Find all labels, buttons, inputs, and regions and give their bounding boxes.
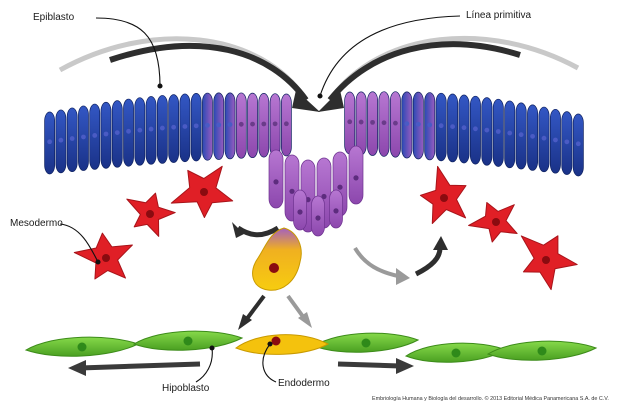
nucleus — [450, 124, 455, 130]
nucleus — [146, 210, 154, 218]
nucleus — [159, 125, 165, 131]
nucleus — [315, 215, 321, 221]
endoderm-ingressing-cell — [252, 227, 302, 291]
nucleus — [530, 133, 535, 139]
nucleus — [393, 120, 398, 126]
nucleus — [81, 134, 86, 140]
nucleus — [553, 137, 558, 143]
nucleus — [564, 139, 570, 145]
nucleus — [272, 121, 278, 127]
nucleus — [370, 119, 375, 125]
nucleus — [102, 254, 110, 262]
nucleus — [484, 127, 490, 133]
nucleus — [415, 121, 421, 127]
primitive-streak-cells — [268, 145, 364, 237]
hypoblast-displacement-arrows — [68, 358, 414, 376]
nucleus — [261, 121, 267, 127]
hypoblast-layer — [24, 330, 598, 363]
epiblast-label: Epiblasto — [33, 12, 75, 23]
nucleus — [58, 137, 64, 143]
nucleus — [321, 193, 327, 200]
copyright-credit: Embriología Humana y Biología del desarr… — [372, 396, 609, 402]
nucleus — [518, 132, 524, 138]
nucleus — [347, 119, 353, 125]
epiblast-left-layer — [44, 92, 292, 175]
mesoderm-cells — [73, 165, 578, 291]
nucleus — [297, 209, 303, 215]
nucleus — [451, 348, 461, 358]
nucleus — [461, 125, 467, 131]
nucleus — [126, 128, 131, 134]
nucleus — [103, 131, 109, 137]
mesoderm-cell — [520, 235, 578, 291]
nucleus — [69, 136, 75, 141]
hypoblast-label: Hipoblasto — [162, 383, 210, 394]
nucleus — [473, 126, 478, 132]
nucleus — [216, 122, 222, 128]
nucleus — [438, 123, 444, 129]
nucleus — [507, 130, 513, 136]
nucleus — [537, 346, 547, 356]
nucleus — [440, 194, 448, 202]
nucleus — [542, 256, 550, 264]
nucleus — [183, 336, 193, 346]
nucleus — [47, 139, 53, 145]
leader-lines — [59, 15, 461, 383]
primitive-streak-cell — [268, 149, 284, 209]
top-arc-arrows — [58, 35, 580, 112]
primitive-streak-cell — [348, 145, 364, 205]
nucleus — [114, 130, 120, 136]
nucleus — [492, 218, 500, 226]
endoderm-cell — [234, 334, 330, 355]
nucleus — [283, 121, 289, 127]
epiblast-right-layer — [344, 91, 584, 177]
nucleus — [193, 123, 199, 129]
nucleus — [358, 119, 364, 125]
nucleus — [171, 124, 177, 130]
migration-arrows — [232, 222, 448, 330]
nucleus — [289, 188, 295, 194]
nucleus — [227, 122, 233, 127]
mesoderm-label: Mesodermo — [10, 218, 63, 229]
primitive-streak-label: Línea primitiva — [466, 10, 532, 21]
nucleus — [205, 122, 210, 128]
nucleus — [337, 184, 343, 190]
nucleus — [238, 121, 244, 127]
nucleus — [495, 129, 501, 134]
endoderm-label: Endodermo — [278, 378, 330, 389]
nucleus — [250, 121, 255, 127]
nucleus — [541, 135, 547, 141]
nucleus — [333, 208, 339, 214]
nucleus — [182, 124, 188, 129]
nucleus — [404, 121, 410, 127]
nucleus — [137, 127, 143, 133]
nucleus — [273, 179, 279, 185]
nucleus — [381, 120, 387, 126]
nucleus — [77, 342, 87, 352]
nucleus — [148, 126, 154, 132]
nucleus — [353, 175, 359, 181]
nucleus — [575, 141, 581, 147]
nucleus — [361, 338, 371, 348]
nucleus — [92, 133, 98, 138]
nucleus — [200, 188, 208, 196]
nucleus — [427, 122, 433, 128]
